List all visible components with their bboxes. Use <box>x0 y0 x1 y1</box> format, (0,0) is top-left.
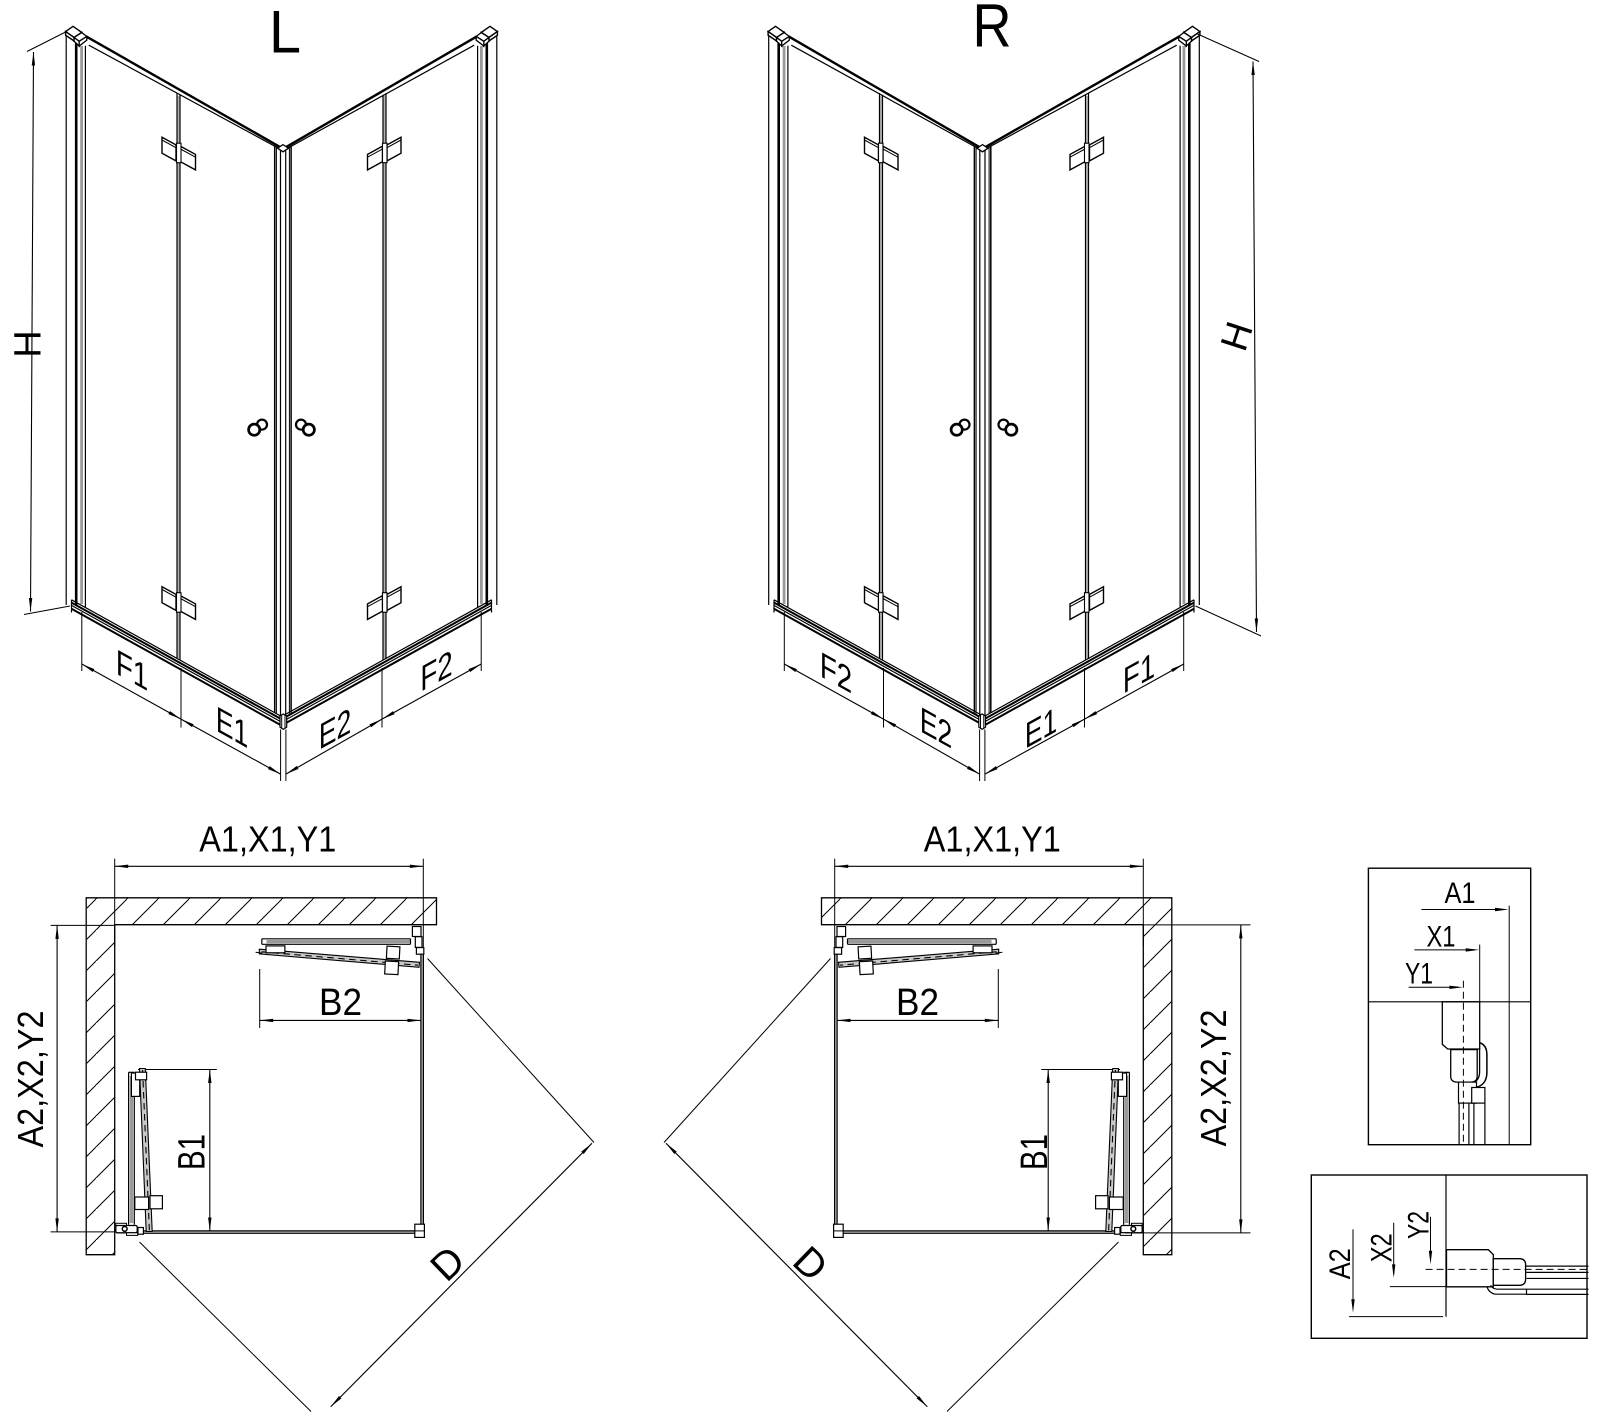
svg-text:B2: B2 <box>319 982 362 1024</box>
svg-text:L: L <box>269 0 301 66</box>
svg-text:X2: X2 <box>1365 1233 1398 1262</box>
svg-text:A1: A1 <box>1445 877 1476 910</box>
svg-text:A2: A2 <box>1324 1248 1357 1279</box>
svg-text:X1: X1 <box>1427 920 1456 953</box>
svg-text:B1: B1 <box>171 1134 213 1170</box>
svg-text:Y1: Y1 <box>1405 957 1433 990</box>
svg-text:A2,X2,Y2: A2,X2,Y2 <box>1193 1010 1234 1147</box>
svg-text:A2,X2,Y2: A2,X2,Y2 <box>10 1011 51 1148</box>
svg-text:A1,X1,Y1: A1,X1,Y1 <box>199 819 336 860</box>
svg-text:Y2: Y2 <box>1402 1211 1435 1239</box>
svg-text:B1: B1 <box>1014 1134 1056 1170</box>
svg-text:B2: B2 <box>896 982 939 1024</box>
svg-text:H: H <box>8 330 50 357</box>
svg-text:R: R <box>973 0 1012 60</box>
svg-text:A1,X1,Y1: A1,X1,Y1 <box>924 819 1061 860</box>
